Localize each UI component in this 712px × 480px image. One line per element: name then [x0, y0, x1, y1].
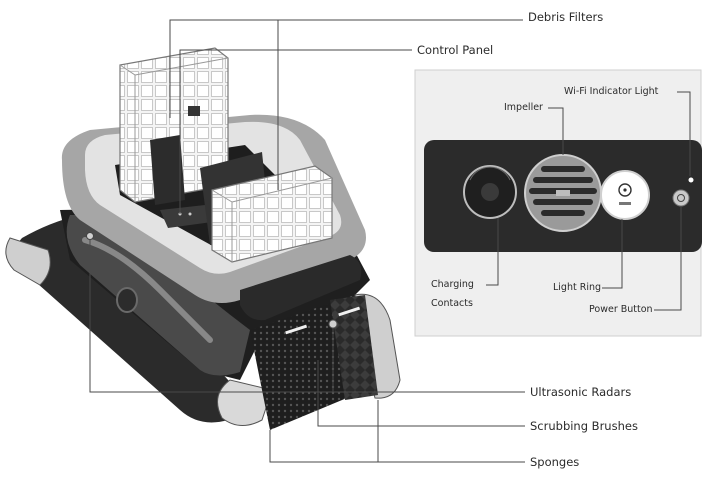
- light-strip-right: [338, 306, 361, 317]
- left-track: [15, 215, 256, 423]
- label-light-ring: Light Ring: [553, 282, 602, 293]
- light-ring: [600, 170, 650, 220]
- leader-lines: [89, 19, 691, 463]
- right-tread: [330, 295, 378, 400]
- label-power-button: Power Button: [589, 304, 653, 315]
- label-debris-filters: Debris Filters: [528, 10, 604, 24]
- front-roller-left: [217, 379, 273, 426]
- label-control-panel: Control Panel: [417, 43, 494, 57]
- front-radar: [328, 319, 338, 329]
- control-panel-strip: [160, 205, 212, 228]
- front-face: [240, 255, 362, 321]
- wifi-light: [688, 177, 694, 183]
- label-impeller: Impeller: [504, 102, 543, 113]
- side-radar: [86, 232, 94, 240]
- light-strip-left: [285, 324, 308, 335]
- power-button: [672, 189, 690, 207]
- control-panel-inset: [414, 69, 702, 337]
- label-ultrasonic-radars: Ultrasonic Radars: [530, 385, 632, 399]
- label-charging-contacts-2: Contacts: [431, 298, 473, 309]
- label-sponges: Sponges: [530, 455, 580, 469]
- front-filter: [211, 165, 333, 263]
- side-hub: [116, 287, 138, 313]
- label-wifi-indicator-light: Wi-Fi Indicator Light: [564, 86, 659, 97]
- robot-illustration: [5, 47, 401, 430]
- label-charging-contacts-1: Charging: [431, 279, 474, 290]
- left-roller: [5, 237, 51, 286]
- label-scrubbing-brushes: Scrubbing Brushes: [530, 419, 638, 433]
